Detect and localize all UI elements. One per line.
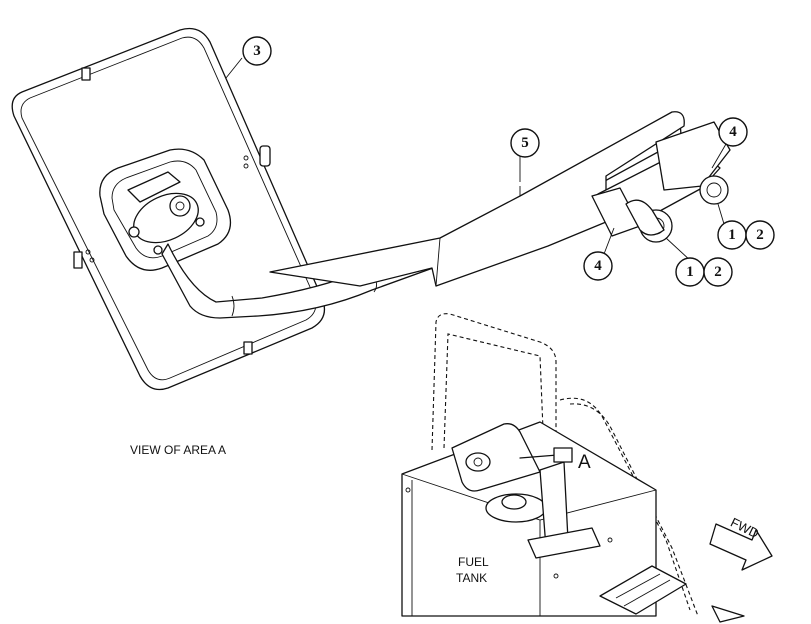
- svg-text:3: 3: [253, 43, 261, 59]
- svg-text:4: 4: [729, 124, 737, 140]
- fuel-tank-label-line1: FUEL: [458, 555, 489, 569]
- view-of-area-label: VIEW OF AREA A: [130, 443, 226, 457]
- mirror-head: [11, 27, 326, 391]
- forward-arrow: [709, 523, 773, 571]
- svg-text:4: 4: [594, 258, 602, 274]
- svg-text:2: 2: [756, 227, 764, 243]
- tractor-view: [401, 313, 745, 623]
- callout-1-right: 1: [717, 220, 747, 250]
- callout-2-lower: 2: [703, 257, 733, 287]
- svg-text:1: 1: [728, 227, 736, 243]
- callout-1-lower: 1: [675, 257, 705, 287]
- svg-text:1: 1: [686, 264, 694, 280]
- area-a-marker: A: [578, 452, 591, 473]
- fuel-tank-label-line2: TANK: [456, 571, 487, 585]
- svg-text:2: 2: [714, 264, 722, 280]
- callout-3: 3: [242, 36, 272, 66]
- callout-2-right: 2: [745, 220, 775, 250]
- svg-text:5: 5: [521, 135, 529, 151]
- callout-5: 5: [510, 128, 540, 158]
- callout-4-lower: 4: [583, 251, 613, 281]
- clamp-assembly: [591, 121, 731, 243]
- callout-4-upper: 4: [718, 117, 748, 147]
